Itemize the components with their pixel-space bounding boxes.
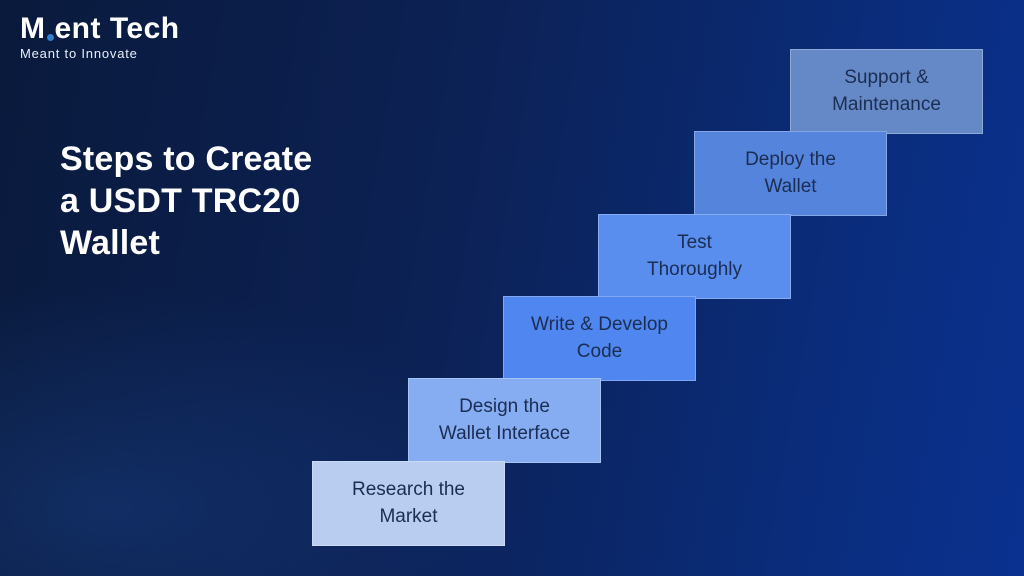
step-box-deploy-wallet: Deploy the Wallet	[694, 131, 887, 216]
step-box-design-wallet-interface: Design the Wallet Interface	[408, 378, 601, 463]
logo-wordmark: M ent Tech	[20, 12, 180, 45]
logo-wordmark-rest: ent Tech	[54, 12, 180, 45]
logo: M ent Tech Meant to Innovate	[20, 12, 180, 61]
step-label: Market	[379, 505, 438, 527]
step-label: Write & Develop	[531, 313, 668, 335]
step-box-write-develop-code: Write & Develop Code	[503, 296, 696, 381]
page-title-line: Steps to Create	[60, 140, 313, 178]
page-title: Steps to Create a USDT TRC20 Wallet	[60, 138, 312, 264]
step-label: Support &	[844, 66, 929, 88]
step-box-test-thoroughly: Test Thoroughly	[598, 214, 791, 299]
step-label: Design the	[459, 395, 550, 417]
step-label: Thoroughly	[646, 258, 743, 280]
logo-tagline: Meant to Innovate	[20, 46, 138, 61]
step-label: Wallet Interface	[438, 422, 571, 444]
page-title-line: a USDT TRC20	[60, 182, 301, 221]
step-label: Deploy the	[745, 148, 836, 170]
logo-dot-icon	[46, 34, 54, 41]
step-label: Test	[677, 231, 712, 253]
page-title-line: Wallet	[60, 224, 161, 263]
step-label: Code	[576, 340, 623, 362]
step-box-research-market: Research the Market	[312, 461, 505, 546]
step-label: Maintenance	[832, 93, 941, 115]
step-label: Wallet	[764, 175, 817, 197]
step-label: Research the	[351, 478, 465, 500]
step-box-support-maintenance: Support & Maintenance	[790, 49, 983, 134]
logo-wordmark-m: M	[20, 12, 46, 45]
